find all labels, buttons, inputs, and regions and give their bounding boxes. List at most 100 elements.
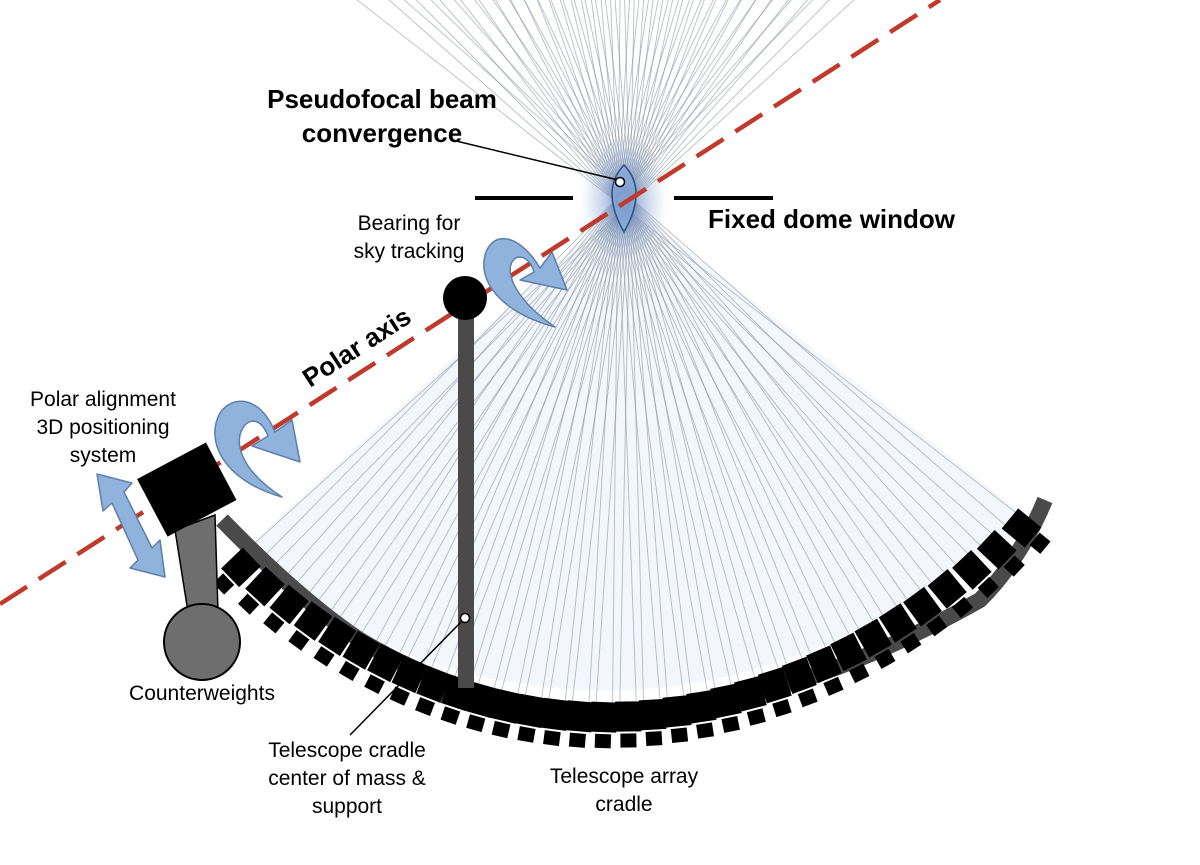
telescope-camera [338,660,360,682]
telescope-tube [269,584,309,625]
telescope-tube [952,550,992,590]
cradle-com-label-line3: support [312,795,382,818]
cradle-com-label-line1: Telescope cradle [268,739,426,762]
telescope-camera [213,573,235,595]
telescope-unit [213,547,261,595]
positioning-double-arrow-icon [96,473,166,578]
telescope-tube [927,569,967,609]
telescope-tube [830,632,867,672]
sky-tracking-bearing [443,276,487,320]
telescope-camera [288,629,310,651]
telescope-unit [662,695,692,744]
telescope-unit [903,586,948,637]
telescope-camera [313,646,335,667]
telescope-unit [638,698,667,747]
telescope-camera [977,576,999,598]
fixed-dome-window-label: Fixed dome window [708,204,956,234]
polar-rotation-arrow-icon [214,400,301,498]
telescope-unit [490,688,523,739]
telescope-camera [415,697,436,716]
telescope-camera [823,676,844,696]
counterweights-label: Counterweights [129,682,275,705]
telescope-tube [465,682,499,719]
telescope-camera [670,727,689,744]
light-beam-line [363,0,727,665]
telescope-camera [1003,555,1025,577]
telescope-camera [696,722,715,739]
light-beam-line [263,0,792,602]
telescope-camera [491,720,511,739]
telescope-unit [976,529,1025,577]
telescope-camera [568,732,586,748]
pseudofocal-marker [614,176,626,188]
cradle-com-leader-line [349,620,463,736]
telescope-unit [710,683,742,733]
cradle-support-column [458,303,474,688]
telescope-tube [734,675,767,712]
light-beam-line [250,0,830,589]
polar-alignment-label-line2: 3D positioning [36,416,169,439]
telescope-camera [620,733,637,748]
telescope-camera [746,708,766,726]
telescope-camera [238,593,260,615]
telescope-tube [590,701,618,733]
telescope-unit [952,550,999,598]
telescope-unit [515,693,547,743]
telescope-tube [903,586,942,627]
telescope-camera [721,715,740,733]
sky-tracking-rotation-arrow-icon [483,237,568,328]
telescope-tube [342,630,381,670]
telescope-tube [515,693,547,728]
telescope-unit [465,682,499,733]
telescope-unit [565,700,594,748]
telescope-camera [848,663,870,684]
light-beam-line [430,0,999,565]
telescope-camera [926,615,948,637]
telescope-tube [638,698,667,731]
light-beam-line [288,0,774,619]
telescope-tube [490,688,523,724]
telescope-tube [245,566,285,607]
telescope-camera [440,706,461,725]
telescope-unit [540,697,570,747]
cradle-center-of-mass-marker [459,612,471,624]
telescope-tube [662,695,692,728]
bearing-label-line2: sky tracking [354,240,465,263]
telescope-unit [415,665,452,716]
telescope-tube [318,616,357,656]
beam-fan-fill [233,200,1030,691]
telescope-unit [878,603,922,654]
array-cradle-label-line2: cradle [595,793,652,816]
telescope-unit [734,675,767,726]
telescope-tube [540,697,570,731]
telescope-unit [615,701,642,748]
counterweight [163,603,241,681]
telescope-unit [338,630,381,682]
light-beam-line [226,0,855,569]
telescope-unit [238,566,285,615]
telescope-camera [900,632,922,654]
telescope-tube [615,701,642,732]
counterweight-arm [174,513,219,613]
light-beam-line [388,0,714,677]
telescope-camera [263,612,285,634]
telescope-camera [543,730,561,747]
telescope-tube [781,656,817,694]
pseudofocal-label-line1: Pseudofocal beam [267,84,497,114]
telescope-tube [293,601,333,641]
telescope-tube [854,618,892,658]
telescope-tube [878,603,917,643]
light-beam-line [238,0,814,582]
telescope-unit [806,645,844,696]
telescope-tube [416,665,452,703]
telescope-camera [517,726,536,743]
telescope-tube [565,700,594,733]
telescope-unit [830,632,870,684]
polar-alignment-label-line1: Polar alignment [30,388,176,411]
telescope-tube [710,683,742,719]
light-beam-line [274,0,809,608]
cradle-com-label-line2: center of mass & [268,767,426,790]
telescope-unit [686,690,717,739]
